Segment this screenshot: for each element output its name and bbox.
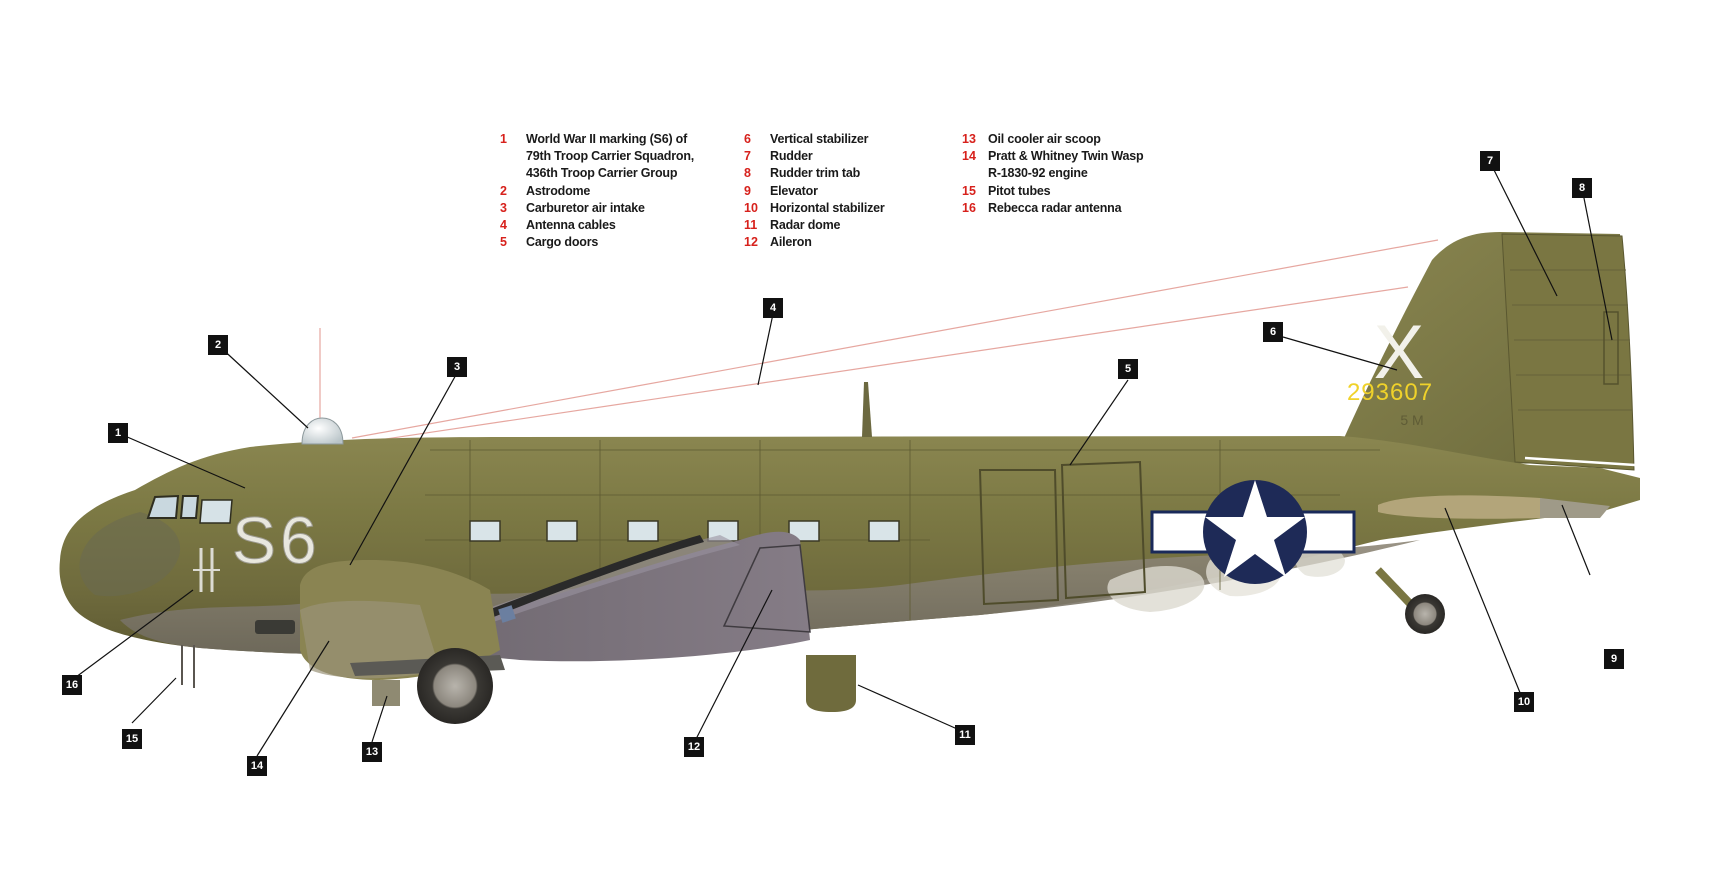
main-landing-gear xyxy=(417,648,493,724)
callout-tag-13: 13 xyxy=(362,742,382,762)
callout-tag-1: 1 xyxy=(108,423,128,443)
legend-label: Rudder xyxy=(770,149,813,164)
legend-number: 3 xyxy=(500,200,507,215)
tail-small-marking: 5 M xyxy=(1400,412,1423,428)
rebecca-antenna xyxy=(193,548,220,592)
legend-number: 14 xyxy=(962,149,976,164)
legend-item-16: 16 Rebecca radar antenna xyxy=(962,200,1143,217)
legend-number: 8 xyxy=(744,166,751,181)
tail-letter-marking: X xyxy=(1374,310,1425,395)
legend-number: 6 xyxy=(744,132,751,146)
legend-number: 12 xyxy=(744,235,758,250)
callout-tag-15: 15 xyxy=(122,729,142,749)
legend-number: 4 xyxy=(500,218,507,233)
astrodome xyxy=(301,417,344,445)
legend-column-1: 1 World War II marking (S6) of 79th Troo… xyxy=(500,131,694,251)
antenna-mast xyxy=(862,382,872,437)
legend-label: World War II marking (S6) of 79th Troop … xyxy=(526,131,694,183)
legend-label: Cargo doors xyxy=(526,235,599,250)
us-star-insignia xyxy=(1150,480,1356,584)
legend-number: 9 xyxy=(744,183,751,198)
callout-tag-16: 16 xyxy=(62,675,82,695)
legend-label: Pitot tubes xyxy=(988,183,1051,198)
radar-dome xyxy=(806,655,856,712)
legend-label-line: 79th Troop Carrier Squadron, xyxy=(526,149,695,164)
legend-label-line: World War II marking (S6) of xyxy=(526,132,688,146)
fuselage-code-marking: S6 xyxy=(232,503,321,577)
legend-item-9: 9 Elevator xyxy=(744,183,885,200)
legend-column-3: 13 Oil cooler air scoop 14 Pratt & Whitn… xyxy=(962,131,1144,217)
legend-label: Astrodome xyxy=(526,183,591,198)
legend-number: 15 xyxy=(962,183,976,198)
legend-column-2: 6 Vertical stabilizer 7 Rudder 8 Rudder … xyxy=(744,131,885,251)
legend-label-line: Pratt & Whitney Twin Wasp xyxy=(988,149,1144,164)
aileron xyxy=(722,544,811,633)
legend-number: 10 xyxy=(744,200,758,215)
legend-label-line: 436th Troop Carrier Group xyxy=(526,166,678,181)
callout-tag-2: 2 xyxy=(208,335,228,355)
callout-tag-9: 9 xyxy=(1604,649,1624,669)
cabin-windows xyxy=(469,520,900,542)
legend-item-13: 13 Oil cooler air scoop xyxy=(962,131,1143,148)
legend-item-8: 8 Rudder trim tab xyxy=(744,165,885,182)
callout-tag-5: 5 xyxy=(1118,359,1138,379)
legend-number: 11 xyxy=(744,218,758,233)
legend-item-4: 4 Antenna cables xyxy=(500,217,694,234)
legend-item-6: 6 Vertical stabilizer xyxy=(744,131,885,148)
callout-tag-3: 3 xyxy=(447,357,467,377)
callout-tag-7: 7 xyxy=(1480,151,1500,171)
pitot-tubes xyxy=(181,645,195,688)
legend-label: Carburetor air intake xyxy=(526,200,645,215)
oil-cooler-scoop xyxy=(372,680,400,706)
cockpit-windows xyxy=(146,494,233,524)
callout-leader-lines xyxy=(71,161,1613,757)
legend-number: 7 xyxy=(744,149,751,164)
cargo-doors xyxy=(978,460,1147,606)
legend-number: 13 xyxy=(962,132,976,146)
callout-tag-14: 14 xyxy=(247,756,267,776)
legend-item-14: 14 Pratt & Whitney Twin Wasp R-1830-92 e… xyxy=(962,148,1144,182)
legend-label: Elevator xyxy=(770,183,818,198)
horizontal-stabilizer xyxy=(1378,495,1610,519)
legend-number: 2 xyxy=(500,183,507,198)
legend-item-15: 15 Pitot tubes xyxy=(962,183,1143,200)
callout-tag-8: 8 xyxy=(1572,178,1592,198)
legend-item-11: 11 Radar dome xyxy=(744,217,885,234)
wing xyxy=(420,531,811,662)
legend-item-5: 5 Cargo doors xyxy=(500,234,694,251)
legend-label: Aileron xyxy=(770,235,812,250)
tail-serial-number: 293607 xyxy=(1347,379,1433,406)
rudder-ribs xyxy=(1510,269,1632,411)
legend-item-12: 12 Aileron xyxy=(744,234,885,251)
legend-label: Pratt & Whitney Twin Wasp R-1830-92 engi… xyxy=(988,148,1144,182)
callout-tag-10: 10 xyxy=(1514,692,1534,712)
legend-item-2: 2 Astrodome xyxy=(500,183,694,200)
legend-number: 5 xyxy=(500,235,507,250)
legend-label: Rudder trim tab xyxy=(770,166,861,181)
callout-tag-4: 4 xyxy=(763,298,783,318)
vertical-tail xyxy=(1330,232,1636,471)
legend-number: 16 xyxy=(962,200,976,215)
legend-item-3: 3 Carburetor air intake xyxy=(500,200,694,217)
legend-label: Horizontal stabilizer xyxy=(770,200,885,215)
legend-number: 1 xyxy=(500,132,507,146)
callout-tag-11: 11 xyxy=(955,725,975,745)
callout-tag-6: 6 xyxy=(1263,322,1283,342)
legend-label: Rebecca radar antenna xyxy=(988,200,1122,215)
legend-label-line: R-1830-92 engine xyxy=(988,166,1088,181)
legend-label: Oil cooler air scoop xyxy=(988,132,1101,146)
legend-label: Vertical stabilizer xyxy=(770,132,869,146)
legend-item-10: 10 Horizontal stabilizer xyxy=(744,200,885,217)
legend-item-7: 7 Rudder xyxy=(744,148,885,165)
legend-label: Antenna cables xyxy=(526,218,616,233)
fuselage: S6 X 293607 5 M xyxy=(59,310,1641,656)
antenna-cables xyxy=(319,239,1439,445)
rudder-trim-tab xyxy=(1603,311,1619,385)
legend-label: Radar dome xyxy=(770,218,841,233)
callout-tag-12: 12 xyxy=(684,737,704,757)
tail-wheel xyxy=(1375,567,1445,634)
legend-item-1: 1 World War II marking (S6) of 79th Troo… xyxy=(500,131,694,183)
